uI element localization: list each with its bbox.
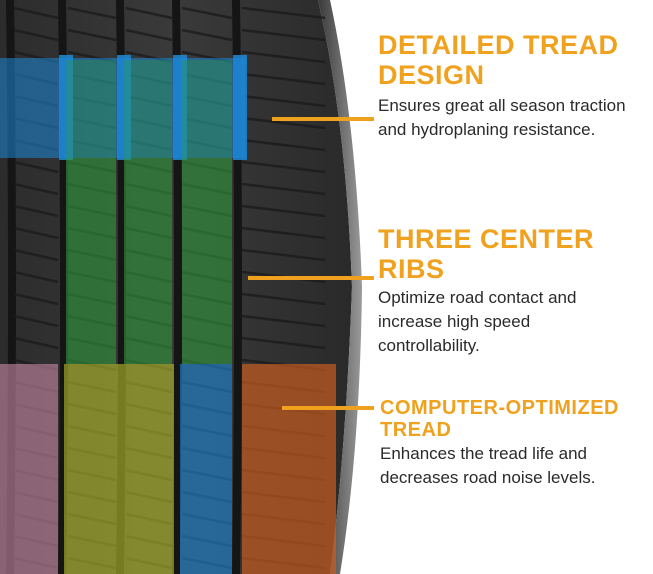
feature-description: Ensures great all season traction and hy… xyxy=(378,96,626,139)
feature-computer-optimized-tread: COMPUTER-OPTIMIZED TREAD Enhances the tr… xyxy=(380,397,650,490)
leader-line xyxy=(248,276,374,280)
feature-description: Optimize road contact and increase high … xyxy=(378,288,577,355)
feature-title: THREE CENTER RIBS xyxy=(378,224,595,284)
feature-description: Enhances the tread life and decreases ro… xyxy=(380,444,596,487)
feature-title: COMPUTER-OPTIMIZED TREAD xyxy=(380,397,619,441)
feature-title: DETAILED TREAD DESIGN xyxy=(378,30,619,90)
feature-three-center-ribs: THREE CENTER RIBS Optimize road contact … xyxy=(378,224,648,358)
feature-detailed-tread: DETAILED TREAD DESIGN Ensures great all … xyxy=(378,30,648,142)
highlight-zones xyxy=(0,55,336,574)
leader-line xyxy=(282,406,374,410)
leader-line xyxy=(272,117,374,121)
